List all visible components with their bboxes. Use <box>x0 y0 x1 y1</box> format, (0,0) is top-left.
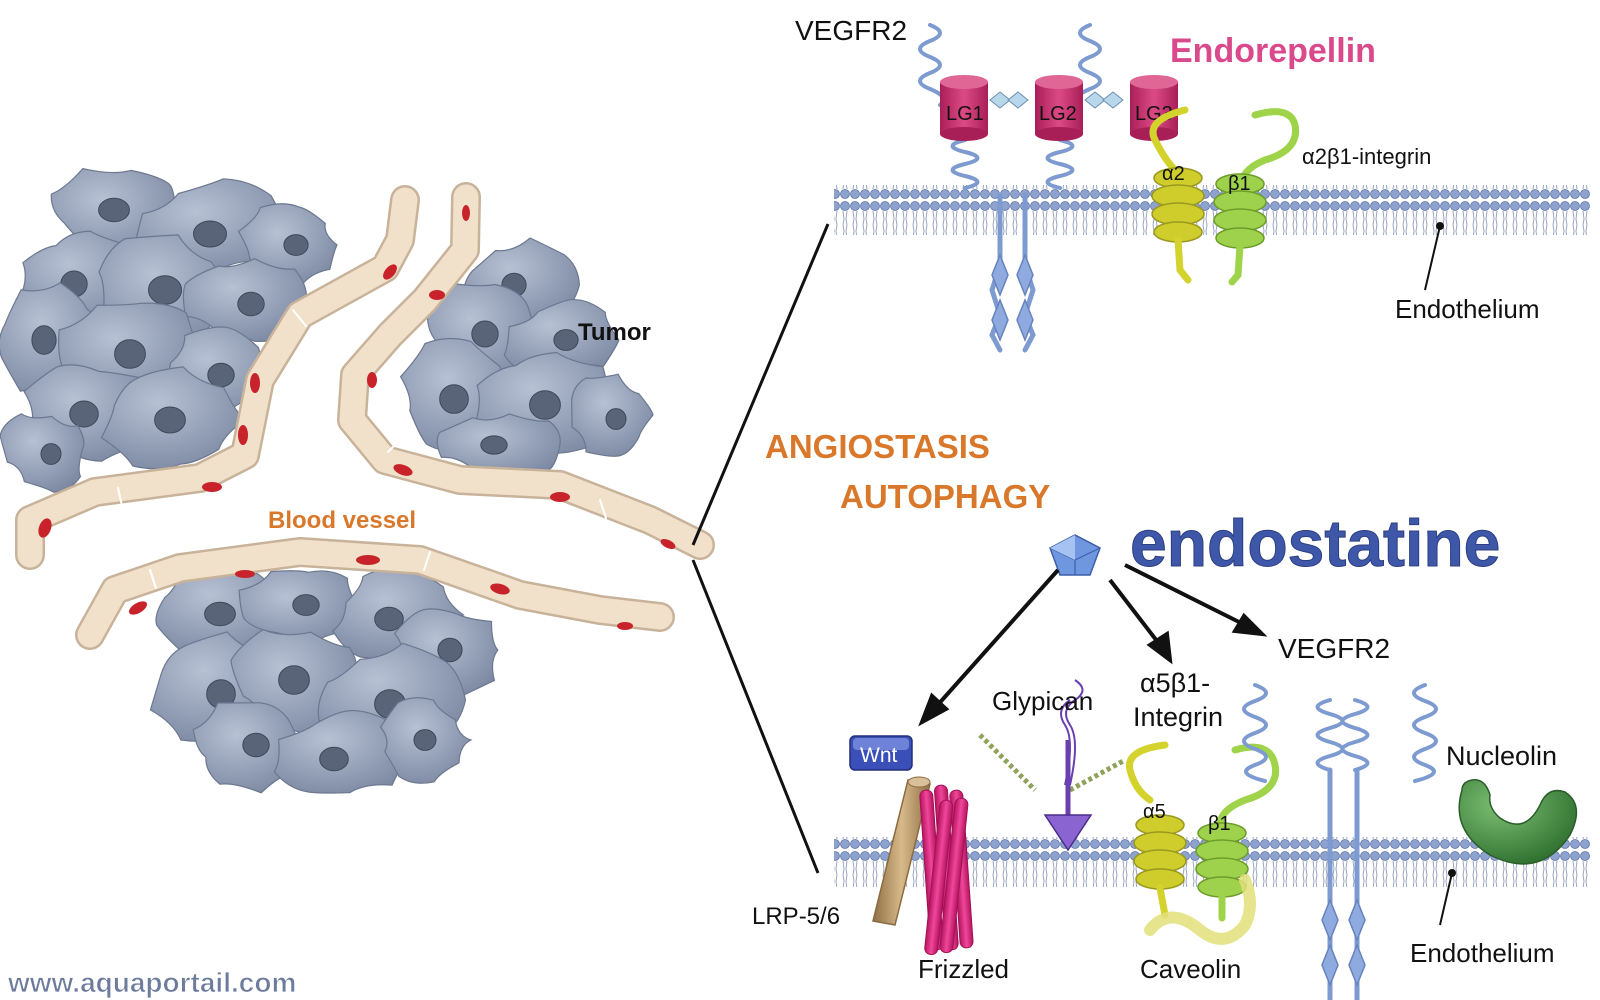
lg1-domain: LG1 <box>940 75 988 141</box>
nucleolin-label: Nucleolin <box>1446 741 1557 771</box>
tumor-cell-nucleus <box>98 197 130 223</box>
endorepellin-linker <box>989 91 1124 109</box>
tumor-cell-nucleus <box>319 746 349 772</box>
tumor-cell-nucleus <box>31 325 57 355</box>
zoom-lines <box>691 223 830 874</box>
autophagy-label: AUTOPHAGY <box>840 478 1050 515</box>
tumor-cell-nucleus <box>471 320 499 348</box>
tumor-cell-nucleus <box>437 637 463 663</box>
lg2-domain: LG2 <box>1035 75 1083 141</box>
tumor-cell-nucleus <box>204 601 236 627</box>
tumor-cell-nucleus <box>69 400 99 428</box>
lg2-label: LG2 <box>1039 103 1077 125</box>
tumor-cell-nucleus <box>237 291 265 317</box>
alpha2-label: α2 <box>1162 163 1185 185</box>
tumor-cell-nucleus <box>605 408 627 430</box>
endothelium-bottom-pointer <box>1439 869 1456 926</box>
lrp-receptor <box>872 776 931 926</box>
glypican: Glypican <box>978 679 1127 852</box>
beta1-top-label: β1 <box>1228 173 1251 195</box>
tumor-cell-nucleus <box>413 729 437 751</box>
endorepellin-label: Endorepellin <box>1170 32 1376 70</box>
tumor-cell-nucleus <box>292 594 320 616</box>
blood-vessels <box>15 182 715 650</box>
nucleolin <box>1458 779 1578 865</box>
integrin-a2b1-top: α2 β1 <box>1149 106 1300 286</box>
tumor-cell-nucleus <box>207 362 235 388</box>
a2b1-integrin-label: α2β1-integrin <box>1302 144 1431 169</box>
tumor-cell-nucleus <box>480 435 508 455</box>
endostatine-arrows <box>918 563 1268 727</box>
tumor-cell-nucleus <box>242 732 270 758</box>
blood-vessel-label: Blood vessel <box>268 507 416 534</box>
tumor-cell-nucleus <box>193 220 227 248</box>
tumor-cell-nucleus <box>374 606 404 632</box>
endothelium-top-label: Endothelium <box>1395 294 1540 324</box>
tumor-cell-nucleus <box>278 665 310 695</box>
tumor-cell-nucleus <box>148 275 182 305</box>
a5b1-label-line1: α5β1- <box>1140 668 1210 698</box>
alpha5-label: α5 <box>1143 801 1166 823</box>
tumor-cells <box>0 167 654 794</box>
lg1-label: LG1 <box>946 103 984 125</box>
frizzled-receptor <box>919 784 974 956</box>
glypican-label: Glypican <box>992 686 1093 716</box>
tumor-cell-nucleus <box>439 384 469 414</box>
integrin-a5b1-bottom: α5 β1 <box>1125 741 1280 945</box>
tumor-cell-nucleus <box>154 406 186 434</box>
wnt-ligand: Wnt <box>849 735 913 771</box>
vegfr2-diamonds-top <box>991 252 1034 343</box>
angiostasis-label: ANGIOSTASIS <box>765 428 990 465</box>
vegfr2-diamonds-bottom <box>1321 897 1366 988</box>
frizzled-label: Frizzled <box>918 954 1009 984</box>
tumor-cell-nucleus <box>40 443 62 465</box>
endothelium-bottom-label: Endothelium <box>1410 938 1555 968</box>
vegfr2-label-top: VEGFR2 <box>795 15 907 46</box>
membrane-top <box>834 185 1590 235</box>
tumor-cell-nucleus <box>553 329 579 351</box>
caveolin-label: Caveolin <box>1140 954 1241 984</box>
tumor-label: Tumor <box>578 319 651 346</box>
watermark: www.aquaportail.com <box>7 967 296 998</box>
endostatine-title: endostatine <box>1130 506 1500 580</box>
vegfr2-label-bottom: VEGFR2 <box>1278 633 1390 664</box>
lrp-label: LRP-5/6 <box>752 903 840 930</box>
tumor-cell-nucleus <box>114 339 146 369</box>
beta1-bottom-label: β1 <box>1208 813 1231 835</box>
tumor-cell-nucleus <box>283 234 309 256</box>
a5b1-label-line2: Integrin <box>1133 702 1223 732</box>
endostatine-crystal-icon <box>1049 534 1101 576</box>
wnt-label: Wnt <box>860 744 898 767</box>
tumor-cell-nucleus <box>529 390 561 420</box>
endothelium-top-pointer <box>1424 222 1444 291</box>
